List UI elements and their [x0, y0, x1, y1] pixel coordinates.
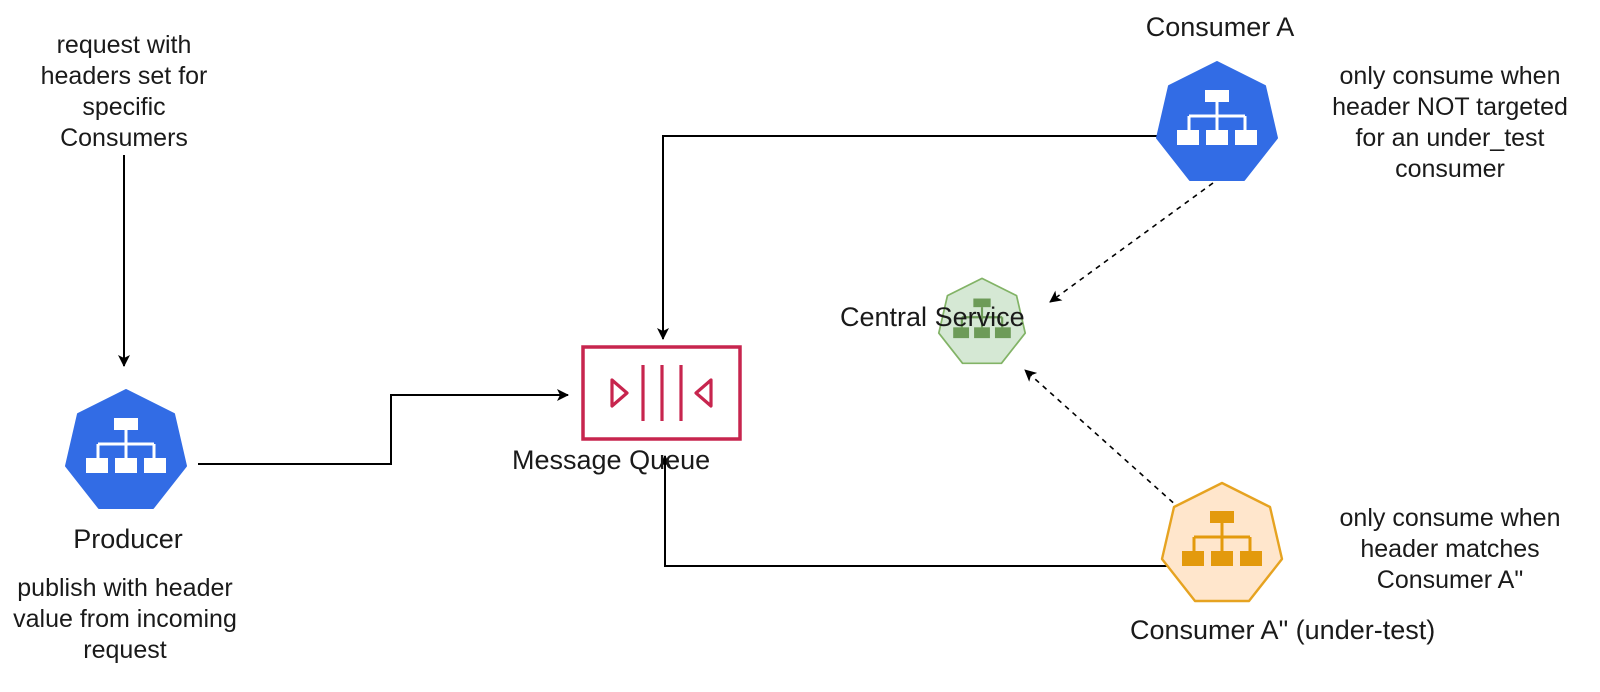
consumer-a-test-label-line: Consumer A"	[1130, 615, 1289, 645]
producer-label: Producer	[73, 524, 183, 554]
edge-producer-to-queue	[198, 389, 569, 465]
producer-note-line: publish with header	[17, 574, 233, 602]
edge-consumer-a-test-to-central-service	[1024, 369, 1189, 517]
request-note: request with headers set for specific Co…	[24, 30, 224, 154]
request-note-line: Consumers	[60, 124, 188, 152]
queue-icon	[610, 365, 713, 421]
edge-consumer-a-to-central-service	[1049, 182, 1214, 303]
central-service-label-line: Central	[840, 302, 928, 332]
consumer-a-test-label: Consumer A" (under-test)	[1130, 613, 1435, 648]
producer-note-line: value from incoming	[13, 605, 237, 633]
consumer-a-note: only consume when header NOT targeted fo…	[1330, 61, 1570, 185]
org-chart-icon	[86, 418, 166, 473]
consumer-a-note-line: only consume when	[1339, 62, 1561, 90]
producer-node	[65, 389, 187, 509]
consumer-a-node	[1156, 61, 1278, 181]
consumer-a-test-note-line: only consume when	[1339, 504, 1561, 532]
request-note-line: request with	[56, 31, 192, 59]
producer-note: publish with header value from incoming …	[0, 573, 250, 666]
request-note-line: specific	[82, 93, 166, 121]
consumer-a-label: Consumer A	[1145, 12, 1295, 42]
consumer-a-test-note: only consume when header matches Consume…	[1330, 503, 1570, 596]
edge-consumer-a-to-queue	[657, 135, 1171, 340]
consumer-a-test-note-line: header matches	[1360, 535, 1540, 563]
message-queue-label-line: Queue	[629, 445, 711, 475]
org-chart-icon	[1182, 511, 1262, 566]
consumer-a-note-line: consumer	[1395, 155, 1505, 183]
org-chart-icon	[1177, 90, 1257, 145]
message-queue-label: Message Queue	[512, 444, 710, 477]
consumer-a-note-line: header NOT targeted	[1332, 93, 1568, 121]
central-service-label: Central Service	[840, 301, 1025, 334]
consumer-a-test-node	[1160, 481, 1284, 603]
request-note-line: headers set for	[40, 62, 208, 90]
message-queue-label-line: Message	[512, 445, 622, 475]
central-service-label-line: Service	[934, 302, 1025, 332]
edge-consumer-a-test-to-queue	[659, 455, 1171, 567]
consumer-a-test-label-line: (under-test)	[1295, 615, 1436, 645]
consumer-a-note-line: for an under_test	[1355, 124, 1545, 152]
org-chart-icon	[953, 298, 1011, 339]
message-queue-node	[581, 345, 742, 441]
producer-note-line: request	[83, 636, 167, 664]
central-service-node	[937, 277, 1027, 365]
consumer-a-test-note-line: Consumer A"	[1376, 566, 1524, 594]
